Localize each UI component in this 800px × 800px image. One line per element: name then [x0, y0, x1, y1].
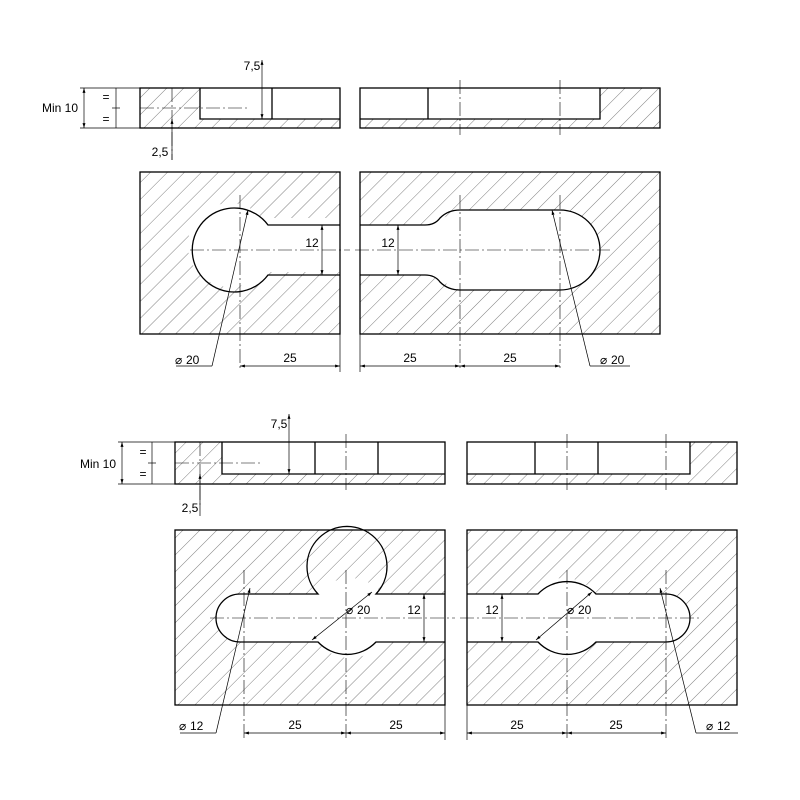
lower-dim-b: 25 [389, 718, 403, 732]
upper-min-label: Min 10 [42, 101, 78, 115]
upper-depth-label: 7,5 [244, 59, 261, 73]
lower-depth-label: 7,5 [271, 417, 288, 431]
upper-section-view-left [139, 87, 341, 160]
lower-dia-small-left-label: 12 [190, 719, 204, 733]
upper-dim-c: 25 [503, 351, 517, 365]
upper-slot-right-label: 12 [381, 236, 395, 250]
lower-plan-view-right: 12 ⌀ 20 [460, 529, 738, 738]
lower-section-view-right [466, 434, 738, 490]
upper-plan-dimensions: 25 25 25 ⌀ 20 ⌀ 20 [175, 209, 630, 372]
lower-dia-center-left-symbol: ⌀ [346, 603, 353, 617]
upper-section-view-right [359, 80, 661, 135]
lower-dim-c: 25 [510, 718, 524, 732]
lower-dia-small-right-label: 12 [717, 719, 731, 733]
lower-dia-center-right-symbol: ⌀ [567, 603, 574, 617]
lower-offset-label: 2,5 [182, 501, 199, 515]
lower-dia-center-right-label: 20 [578, 603, 592, 617]
upper-offset-label: 2,5 [152, 145, 169, 159]
lower-dim-a: 25 [288, 718, 302, 732]
lower-slot-right-label: 12 [485, 603, 499, 617]
lower-eq-bottom: = [139, 467, 146, 481]
upper-dia-right-label: 20 [611, 353, 625, 367]
lower-min-dimension: Min 10 = = [80, 441, 175, 485]
upper-dim-b: 25 [403, 351, 417, 365]
upper-dia-left-symbol: ⌀ [175, 353, 182, 367]
lower-eq-top: = [139, 445, 146, 459]
upper-dia-right-symbol: ⌀ [600, 353, 607, 367]
upper-plan-view-left: 12 [139, 171, 350, 370]
lower-dia-small-right-symbol: ⌀ [706, 719, 713, 733]
lower-plan-view-left: 12 ⌀ 20 [174, 525, 455, 738]
upper-dia-left-label: 20 [186, 353, 200, 367]
lower-depth-dimension: 7,5 2,5 [182, 414, 291, 516]
upper-plan-view-right: 12 [355, 171, 661, 370]
lower-min-label: Min 10 [80, 457, 116, 471]
upper-eq-bottom: = [102, 112, 109, 126]
upper-depth-dimension: 7,5 2,5 [152, 59, 264, 160]
upper-slot-left-label: 12 [305, 236, 319, 250]
lower-section-view-left [174, 434, 446, 505]
upper-eq-top: = [102, 90, 109, 104]
upper-dim-a: 25 [283, 351, 297, 365]
lower-dia-small-left-symbol: ⌀ [179, 719, 186, 733]
lower-dim-d: 25 [609, 718, 623, 732]
lower-plan-dimensions: 25 25 25 25 ⌀ 12 ⌀ 12 [179, 587, 738, 740]
lower-dia-center-left-label: 20 [357, 603, 371, 617]
lower-slot-left-label: 12 [407, 603, 421, 617]
upper-min-dimension: Min 10 = = [42, 87, 140, 129]
